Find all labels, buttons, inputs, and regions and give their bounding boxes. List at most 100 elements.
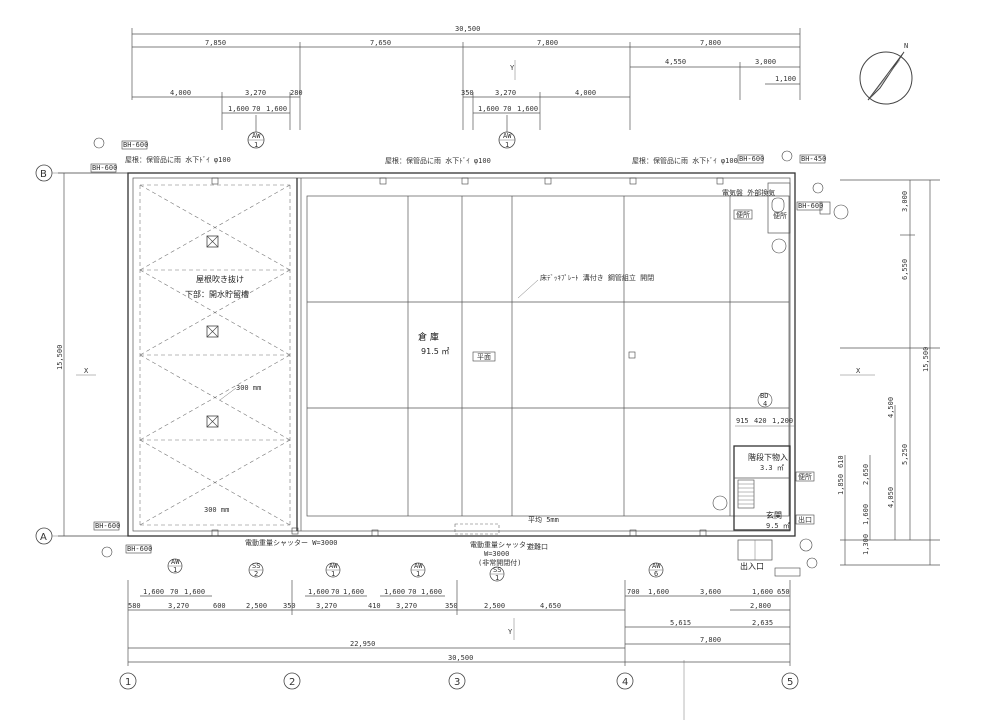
svg-text:6: 6 — [654, 570, 658, 578]
top-right-label: 電気盤 外部換気 — [722, 188, 775, 197]
dim-row1-b: 7,650 — [370, 39, 391, 47]
mid-section-bottom: 4 — [763, 400, 767, 408]
svg-text:1: 1 — [173, 566, 177, 574]
x-axis-marker-left: X — [84, 367, 89, 375]
dim-row4-c: 1,600 — [266, 105, 287, 113]
dim-row2-b: 3,000 — [755, 58, 776, 66]
svg-text:2,800: 2,800 — [750, 602, 771, 610]
svg-text:30,500: 30,500 — [448, 654, 473, 662]
bottom-openings: 電動重量シャッター W=3000 電動重量シャッター W=3000 (非常開閉付… — [211, 515, 707, 567]
dim-left-height: 15,500 — [56, 345, 64, 370]
dim-top-overall: 30,500 — [455, 25, 480, 33]
right-rooms: 便所 便所 BD 4 915 420 1,200 階段下物入 3.3 ㎡ 玄関 … — [712, 182, 849, 577]
dim-row1-d: 7,800 — [700, 39, 721, 47]
left-note-small-2: 300 mm — [204, 506, 229, 514]
left-note-small: 300 mm — [236, 384, 261, 392]
compass-label: N — [904, 42, 908, 50]
flat-tag: 平面 — [477, 353, 491, 361]
callout-note: 床ﾃﾞｯｷﾌﾟﾚｰﾄ 溝付き 鋼管組立 開閉 — [540, 273, 654, 282]
svg-text:350: 350 — [445, 602, 458, 610]
svg-text:4,650: 4,650 — [540, 602, 561, 610]
svg-text:1: 1 — [416, 570, 420, 578]
svg-text:SS: SS — [252, 562, 260, 570]
dim-right-d10: 610 — [837, 455, 845, 468]
inner-dim-3: 1,200 — [772, 417, 793, 425]
entry-label: 出入口 — [740, 561, 764, 571]
svg-text:BH-600: BH-600 — [95, 522, 120, 530]
north-arrow-icon: N — [859, 42, 913, 105]
mid-section-top: BD — [760, 392, 768, 400]
svg-text:AW: AW — [652, 562, 661, 570]
shutter-mid-label-1: 電動重量シャッター — [470, 540, 533, 549]
svg-text:SS: SS — [493, 566, 501, 574]
svg-text:1: 1 — [254, 141, 258, 149]
canopy-label-2: 屋根：保管品に雨 水下ﾄﾞｲ φ100 — [385, 156, 491, 165]
roof-drain-labels: 屋根：保管品に雨 水下ﾄﾞｲ φ100 屋根：保管品に雨 水下ﾄﾞｲ φ100 … — [125, 155, 775, 197]
shutter-mid-label-3: (非常開閉付) — [478, 558, 521, 567]
canopy-label-1: 屋根：保管品に雨 水下ﾄﾞｲ φ100 — [125, 155, 231, 164]
svg-text:7,800: 7,800 — [700, 636, 721, 644]
canopy-label-3: 屋根：保管品に雨 水下ﾄﾞｲ φ100 — [632, 156, 738, 165]
building-outline — [127, 172, 796, 537]
svg-text:22,950: 22,950 — [350, 640, 375, 648]
section-markers-bottom: AW 1 SS 2 AW 1 AW 1 SS 1 AW 6 — [167, 558, 664, 582]
svg-text:2,500: 2,500 — [246, 602, 267, 610]
svg-text:3,600: 3,600 — [700, 588, 721, 596]
right-tag-1: 便所 — [798, 472, 812, 481]
svg-text:3,270: 3,270 — [316, 602, 337, 610]
dim-row3a-b: 3,270 — [245, 89, 266, 97]
left-note-2: 下部：開水貯留槽 — [185, 289, 249, 299]
dim-row3c-a: 350 — [461, 89, 474, 97]
section-marker-top-left: AW 1 — [247, 115, 265, 149]
svg-text:1,600: 1,600 — [421, 588, 442, 596]
dim-row1-c: 7,800 — [537, 39, 558, 47]
wc-tag: 便所 — [736, 210, 750, 219]
dim-right-total: 15,500 — [922, 347, 930, 372]
svg-text:2,635: 2,635 — [752, 619, 773, 627]
svg-text:2: 2 — [289, 677, 295, 688]
svg-text:350: 350 — [283, 602, 296, 610]
svg-text:BH-600: BH-600 — [92, 164, 117, 172]
dim-right-d2: 6,550 — [901, 259, 909, 280]
dim-right-d6: 2,650 — [862, 464, 870, 485]
shutter-left-label: 電動重量シャッター W=3000 — [245, 538, 338, 547]
svg-text:AW: AW — [503, 132, 512, 140]
svg-text:1,600: 1,600 — [143, 588, 164, 596]
svg-text:AW: AW — [414, 562, 423, 570]
right-tag-3: 出口 — [798, 515, 812, 524]
dim-row4-e: 70 — [503, 105, 511, 113]
svg-text:3,270: 3,270 — [396, 602, 417, 610]
dim-row3b: 1,100 — [775, 75, 796, 83]
dim-row1-a: 7,850 — [205, 39, 226, 47]
dim-row4-b: 70 — [252, 105, 260, 113]
dim-right-d5: 1,850 — [837, 474, 845, 495]
dim-right-d9: 1,300 — [862, 534, 870, 555]
entrance-label: 玄関 — [766, 510, 782, 520]
svg-text:650: 650 — [777, 588, 790, 596]
svg-text:70: 70 — [408, 588, 416, 596]
svg-text:1: 1 — [495, 574, 499, 582]
dim-row4-f: 1,600 — [517, 105, 538, 113]
toilet-label: 便所 — [773, 211, 787, 220]
svg-text:B: B — [40, 169, 47, 180]
svg-text:BH-600: BH-600 — [123, 141, 148, 149]
shutter-mid-label-2: W=3000 — [484, 550, 509, 558]
left-dimension: 15,500 X — [56, 172, 130, 537]
svg-text:AW: AW — [171, 558, 180, 566]
stair-room-area: 3.3 ㎡ — [760, 464, 784, 472]
svg-text:600: 600 — [213, 602, 226, 610]
entrance-area: 9.5 ㎡ — [766, 522, 790, 530]
stair-room-label: 階段下物入 — [748, 452, 788, 462]
right-dimensions: 15,500 3,000 6,550 4,500 5,250 4,050 2,6… — [837, 179, 940, 566]
svg-text:70: 70 — [170, 588, 178, 596]
svg-text:BH-450: BH-450 — [801, 155, 826, 163]
svg-text:BH-600: BH-600 — [127, 545, 152, 553]
svg-text:1,600: 1,600 — [384, 588, 405, 596]
stair-icon — [737, 479, 755, 509]
svg-text:1: 1 — [125, 677, 131, 688]
svg-text:5,615: 5,615 — [670, 619, 691, 627]
svg-text:1,600: 1,600 — [648, 588, 669, 596]
dim-row4-a: 1,600 — [228, 105, 249, 113]
svg-text:410: 410 — [368, 602, 381, 610]
svg-text:4: 4 — [622, 677, 628, 688]
